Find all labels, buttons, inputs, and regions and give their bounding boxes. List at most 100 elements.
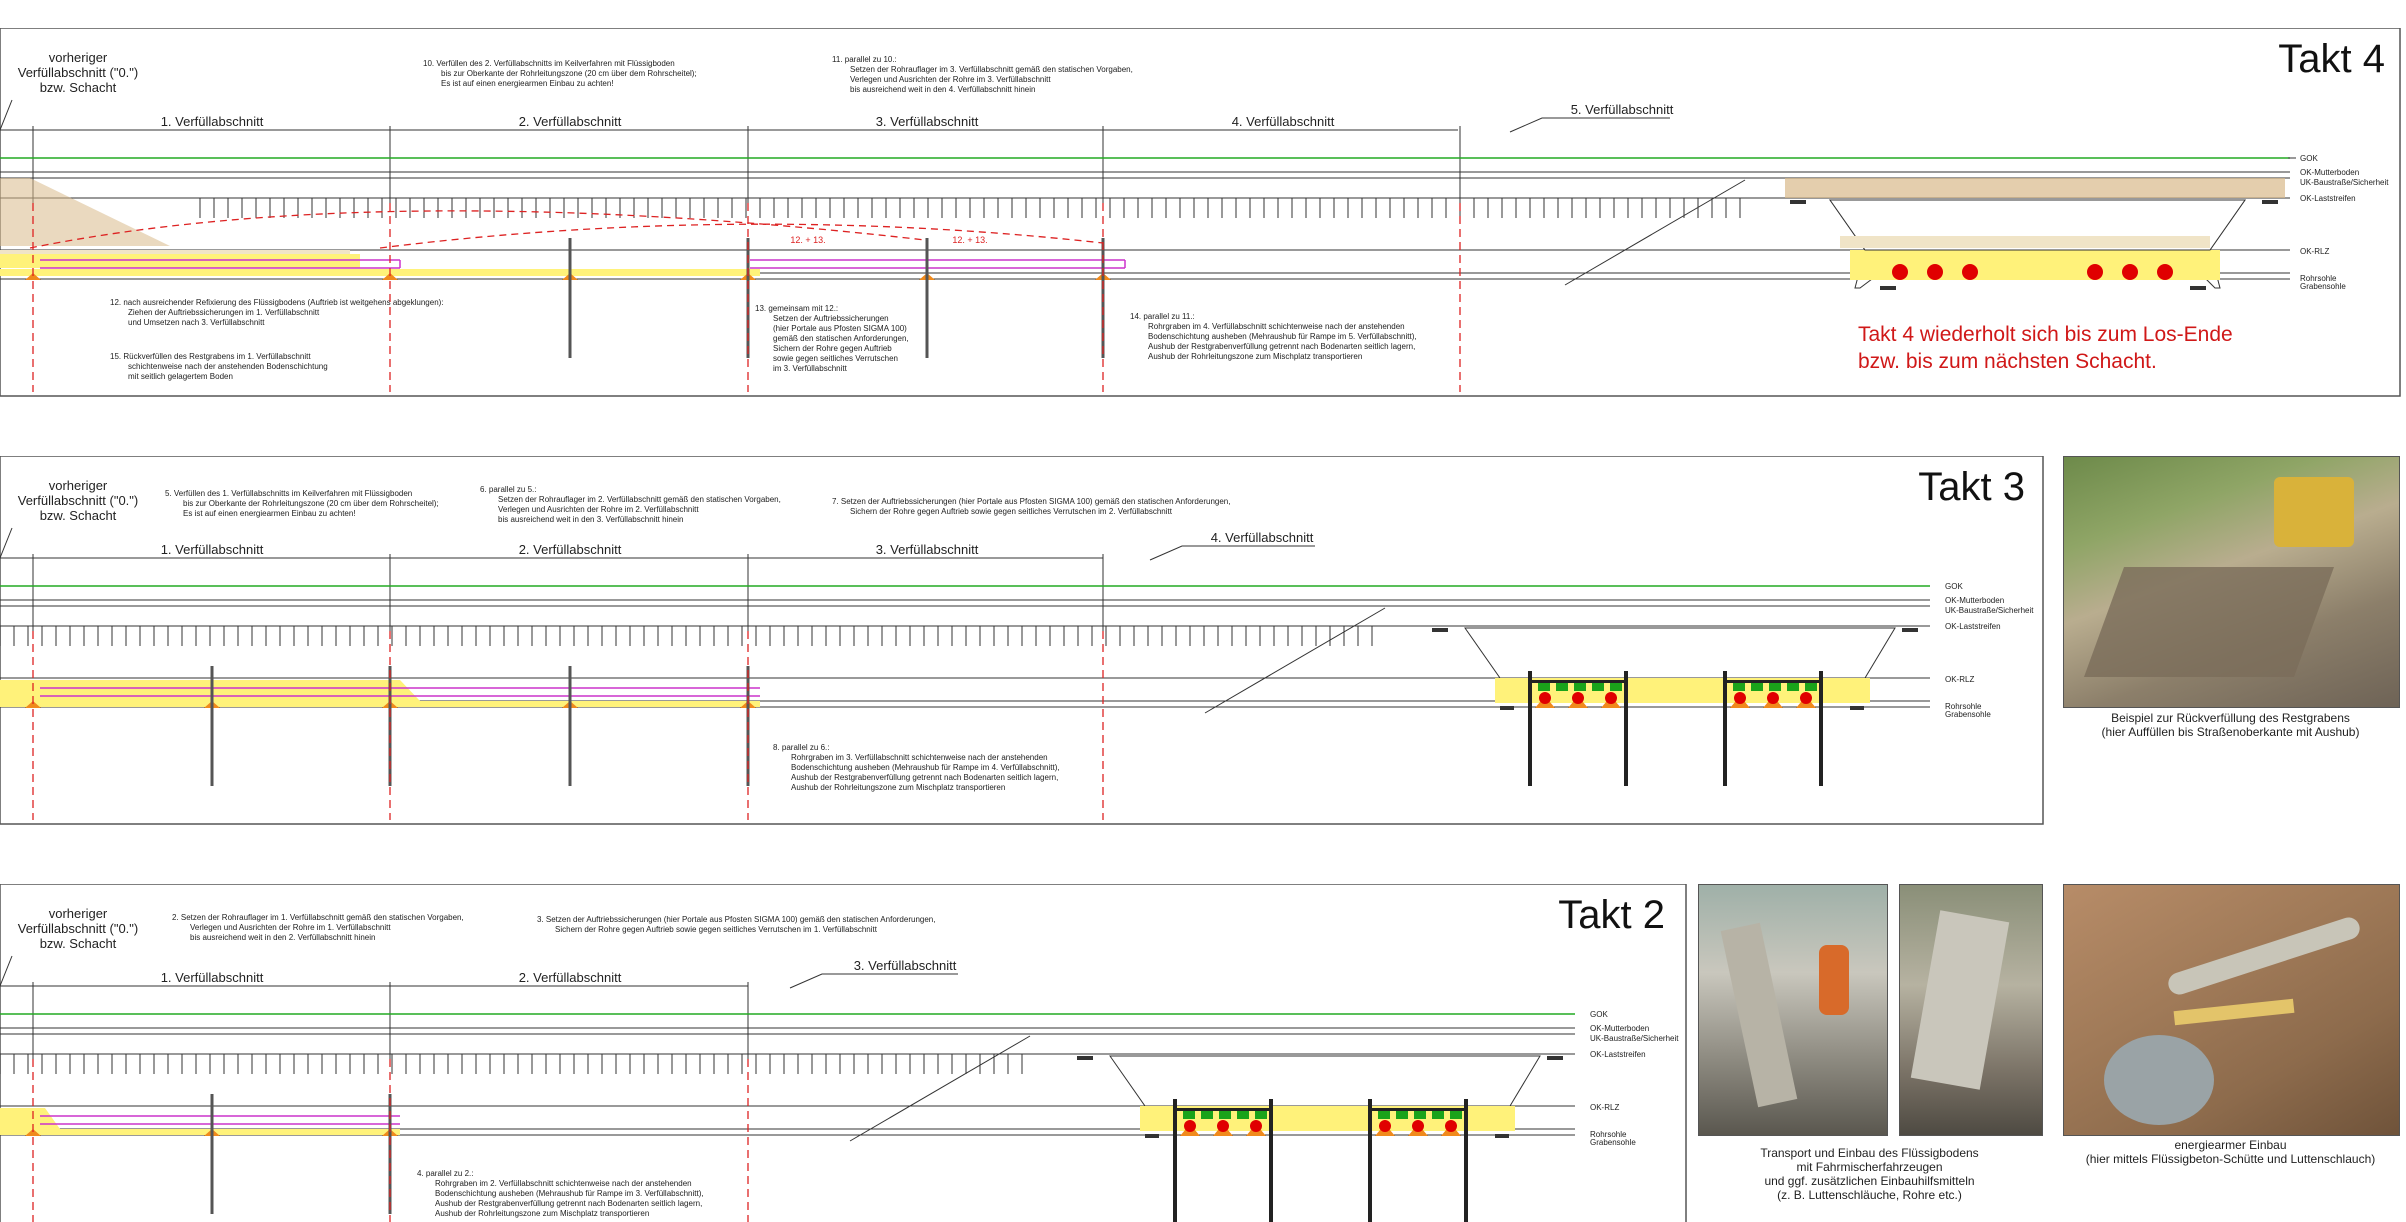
svg-text:Rohrgraben im 2. Verfüllabschn: Rohrgraben im 2. Verfüllabschnitt schich… xyxy=(435,1179,692,1188)
svg-text:Sichern der Rohre gegen Auftri: Sichern der Rohre gegen Auftrieb sowie g… xyxy=(850,507,1173,516)
t2-lbl-ukb: UK-Baustraße/Sicherheit xyxy=(1590,1034,1679,1043)
photo-backfill xyxy=(2063,456,2400,708)
t3-lbl-gs: Grabensohle xyxy=(1945,710,1991,719)
photo-low-energy-caption-line2: (hier mittels Flüssigbeton-Schütte und L… xyxy=(2085,1152,2376,1166)
svg-text:Verfüllabschnitt ("0."): Verfüllabschnitt ("0.") xyxy=(18,493,139,508)
takt4-section-5: 5. Verfüllabschnitt xyxy=(1571,102,1674,117)
takt4-note-12: 12. nach ausreichender Refixierung des F… xyxy=(110,298,444,327)
photo-low-energy-caption-line1: energiearmer Einbau xyxy=(2174,1138,2287,1152)
takt2-section-1: 1. Verfüllabschnitt xyxy=(161,970,264,985)
svg-text:10. Verfüllen des 2. Verfülla: 10. Verfüllen des 2. Verfüllabschnitts i… xyxy=(423,59,675,68)
takt2-note-4: 4. parallel zu 2.: Rohrgraben im 2. Verf… xyxy=(417,1169,704,1218)
svg-text:Verlegen und Ausrichten der Ro: Verlegen und Ausrichten der Rohre im 2. … xyxy=(498,505,699,514)
svg-text:Verlegen und Ausrichten der Ro: Verlegen und Ausrichten der Rohre im 1. … xyxy=(190,923,391,932)
takt3-note-8: 8. parallel zu 6.: Rohrgraben im 3. Verf… xyxy=(773,743,1060,792)
takt4-trench-pipes xyxy=(1892,264,2173,280)
t3-lbl-okl: OK-Laststreifen xyxy=(1945,622,2001,631)
svg-text:15. Rückverfüllen des Restgra: 15. Rückverfüllen des Restgrabens im 1. … xyxy=(110,352,311,361)
takt4-frame xyxy=(0,28,2401,397)
svg-text:vorheriger: vorheriger xyxy=(49,478,108,493)
svg-text:Verfüllabschnitt ("0."): Verfüllabschnitt ("0.") xyxy=(18,65,139,80)
photo-truck-caption-line1: Transport und Einbau des Flüssigbodens xyxy=(1760,1146,1979,1160)
svg-text:vorheriger: vorheriger xyxy=(49,50,108,65)
svg-text:Aushub der Restgrabenverfüllun: Aushub der Restgrabenverfüllung getrennt… xyxy=(1148,342,1415,351)
photo-truck-caption-line3: und ggf. zusätzlichen Einbauhilfsmitteln xyxy=(1764,1174,1975,1188)
svg-text:3. Setzen der Auftriebssiche: 3. Setzen der Auftriebssicherungen (hier… xyxy=(537,915,935,924)
t2-lbl-okrlz: OK-RLZ xyxy=(1590,1103,1619,1112)
t3-lbl-okm: OK-Mutterboden xyxy=(1945,596,2004,605)
svg-text:bis zur Oberkante der Rohrleit: bis zur Oberkante der Rohrleitungszone (… xyxy=(441,69,697,78)
takt3-prev-label: vorheriger Verfüllabschnitt ("0.") bzw. … xyxy=(18,478,139,523)
photo-backfill-caption-line1: Beispiel zur Rückverfüllung des Restgrab… xyxy=(2111,711,2350,725)
svg-text:11. parallel zu 10.:: 11. parallel zu 10.: xyxy=(832,55,897,64)
takt3-section-2: 2. Verfüllabschnitt xyxy=(519,542,622,557)
t4-lbl-gok: GOK xyxy=(2300,154,2318,163)
takt4-title: Takt 4 xyxy=(2278,37,2385,81)
photo-chute xyxy=(1899,884,2043,1136)
t4-lbl-okrlz: OK-RLZ xyxy=(2300,247,2329,256)
takt4-section-2: 2. Verfüllabschnitt xyxy=(519,114,622,129)
svg-text:7. Setzen der Auftriebssiche: 7. Setzen der Auftriebssicherungen (hier… xyxy=(832,497,1230,506)
t2-lbl-okl: OK-Laststreifen xyxy=(1590,1050,1646,1059)
takt2-panel: Takt 2 vorheriger Verfüllabschnitt ("0."… xyxy=(0,884,1687,1222)
takt3-section-1: 1. Verfüllabschnitt xyxy=(161,542,264,557)
svg-text:vorheriger: vorheriger xyxy=(49,906,108,921)
svg-text:Sichern der Rohre gegen Auftri: Sichern der Rohre gegen Auftrieb sowie g… xyxy=(555,925,878,934)
svg-text:Bodenschichtung ausheben (Mehr: Bodenschichtung ausheben (Mehraushub für… xyxy=(791,763,1060,772)
svg-text:bzw. Schacht: bzw. Schacht xyxy=(40,80,117,95)
photo-low-energy-caption: energiearmer Einbau (hier mittels Flüssi… xyxy=(2063,1138,2398,1166)
svg-text:6. parallel zu 5.:: 6. parallel zu 5.: xyxy=(480,485,536,494)
svg-text:und Umsetzen nach 3. Verfüllab: und Umsetzen nach 3. Verfüllabschnitt xyxy=(128,318,265,327)
takt3-trench-portals xyxy=(1528,671,1823,786)
takt3-note-5: 5. Verfüllen des 1. Verfüllabschnitts im… xyxy=(165,489,439,518)
takt4-section-3: 3. Verfüllabschnitt xyxy=(876,114,979,129)
svg-text:im 3. Verfüllabschnitt: im 3. Verfüllabschnitt xyxy=(773,364,848,373)
svg-text:bis ausreichend weit in den 3.: bis ausreichend weit in den 3. Verfüllab… xyxy=(498,515,683,524)
svg-text:Takt 4 wiederholt sich bis zum: Takt 4 wiederholt sich bis zum Los-Ende xyxy=(1858,323,2233,346)
svg-text:Sichern der Rohre gegen Auftri: Sichern der Rohre gegen Auftrieb xyxy=(773,344,892,353)
photo-truck-caption-line4: (z. B. Luttenschläuche, Rohre etc.) xyxy=(1777,1188,1962,1202)
takt4-note-15: 15. Rückverfüllen des Restgrabens im 1. … xyxy=(110,352,328,381)
takt4-note-10: 10. Verfüllen des 2. Verfüllabschnitts i… xyxy=(423,59,697,88)
svg-text:Rohrgraben im 4. Verfüllabschn: Rohrgraben im 4. Verfüllabschnitt schich… xyxy=(1148,322,1405,331)
svg-text:bis ausreichend weit in den 4.: bis ausreichend weit in den 4. Verfüllab… xyxy=(850,85,1035,94)
svg-text:Es ist auf einen energiearmen: Es ist auf einen energiearmen Einbau zu … xyxy=(183,509,356,518)
takt3-section-4: 4. Verfüllabschnitt xyxy=(1211,530,1314,545)
svg-text:Rohrgraben im 3. Verfüllabschn: Rohrgraben im 3. Verfüllabschnitt schich… xyxy=(791,753,1048,762)
svg-text:Setzen der Auftriebssicherunge: Setzen der Auftriebssicherungen xyxy=(773,314,889,323)
t2-lbl-gs: Grabensohle xyxy=(1590,1138,1636,1147)
svg-text:Aushub der Restgrabenverfüllun: Aushub der Restgrabenverfüllung getrennt… xyxy=(435,1199,702,1208)
photo-low-energy-board xyxy=(2173,998,2295,1026)
photo-truck-chute xyxy=(1720,922,1798,1108)
svg-text:5. Verfüllen des 1. Verfülla: 5. Verfüllen des 1. Verfüllabschnitts im… xyxy=(165,489,412,498)
svg-text:Ziehen der Auftriebssicherunge: Ziehen der Auftriebssicherungen im 1. Ve… xyxy=(128,308,320,317)
svg-text:Setzen der Rohrauflager im 2.: Setzen der Rohrauflager im 2. Verfüllabs… xyxy=(498,495,781,504)
svg-text:Bodenschichtung ausheben (Mehr: Bodenschichtung ausheben (Mehraushub für… xyxy=(1148,332,1417,341)
svg-text:schichtenweise nach der ansteh: schichtenweise nach der anstehenden Bode… xyxy=(128,362,328,371)
takt2-trench-portals xyxy=(1173,1099,1468,1222)
takt2-frame xyxy=(0,884,1687,1222)
photo-truck-worker xyxy=(1819,945,1849,1015)
takt2-title: Takt 2 xyxy=(1558,893,1665,937)
takt4-arc-label-1: 12. + 13. xyxy=(790,235,825,245)
svg-text:8. parallel zu 6.:: 8. parallel zu 6.: xyxy=(773,743,829,752)
takt4-prev-label: vorheriger Verfüllabschnitt ("0.") bzw. … xyxy=(18,50,139,95)
t4-lbl-rs: Rohrsohle xyxy=(2300,274,2337,283)
svg-text:Aushub der Rohrleitungszone zu: Aushub der Rohrleitungszone zum Mischpla… xyxy=(791,783,1005,792)
svg-text:Es ist auf einen energiearmen: Es ist auf einen energiearmen Einbau zu … xyxy=(441,79,614,88)
t3-lbl-okrlz: OK-RLZ xyxy=(1945,675,1974,684)
photo-backfill-trench xyxy=(2083,567,2335,677)
t4-lbl-gs: Grabensohle xyxy=(2300,282,2346,291)
t2-lbl-gok: GOK xyxy=(1590,1010,1608,1019)
photo-low-energy-pipe xyxy=(2104,1035,2214,1125)
takt4-section-1: 1. Verfüllabschnitt xyxy=(161,114,264,129)
photo-low-energy xyxy=(2063,884,2400,1136)
photo-truck xyxy=(1698,884,1888,1136)
svg-text:Setzen der Rohrauflager im 3.: Setzen der Rohrauflager im 3. Verfüllabs… xyxy=(850,65,1133,74)
svg-text:bzw. Schacht: bzw. Schacht xyxy=(40,508,117,523)
takt4-note-14: 14. parallel zu 11.: Rohrgraben im 4. Ve… xyxy=(1130,312,1417,361)
svg-text:gemäß den statischen Anforderu: gemäß den statischen Anforderungen, xyxy=(773,334,909,343)
svg-text:mit seitlich gelagertem Boden: mit seitlich gelagertem Boden xyxy=(128,372,233,381)
svg-text:14. parallel zu 11.:: 14. parallel zu 11.: xyxy=(1130,312,1195,321)
t4-lbl-okl: OK-Laststreifen xyxy=(2300,194,2356,203)
